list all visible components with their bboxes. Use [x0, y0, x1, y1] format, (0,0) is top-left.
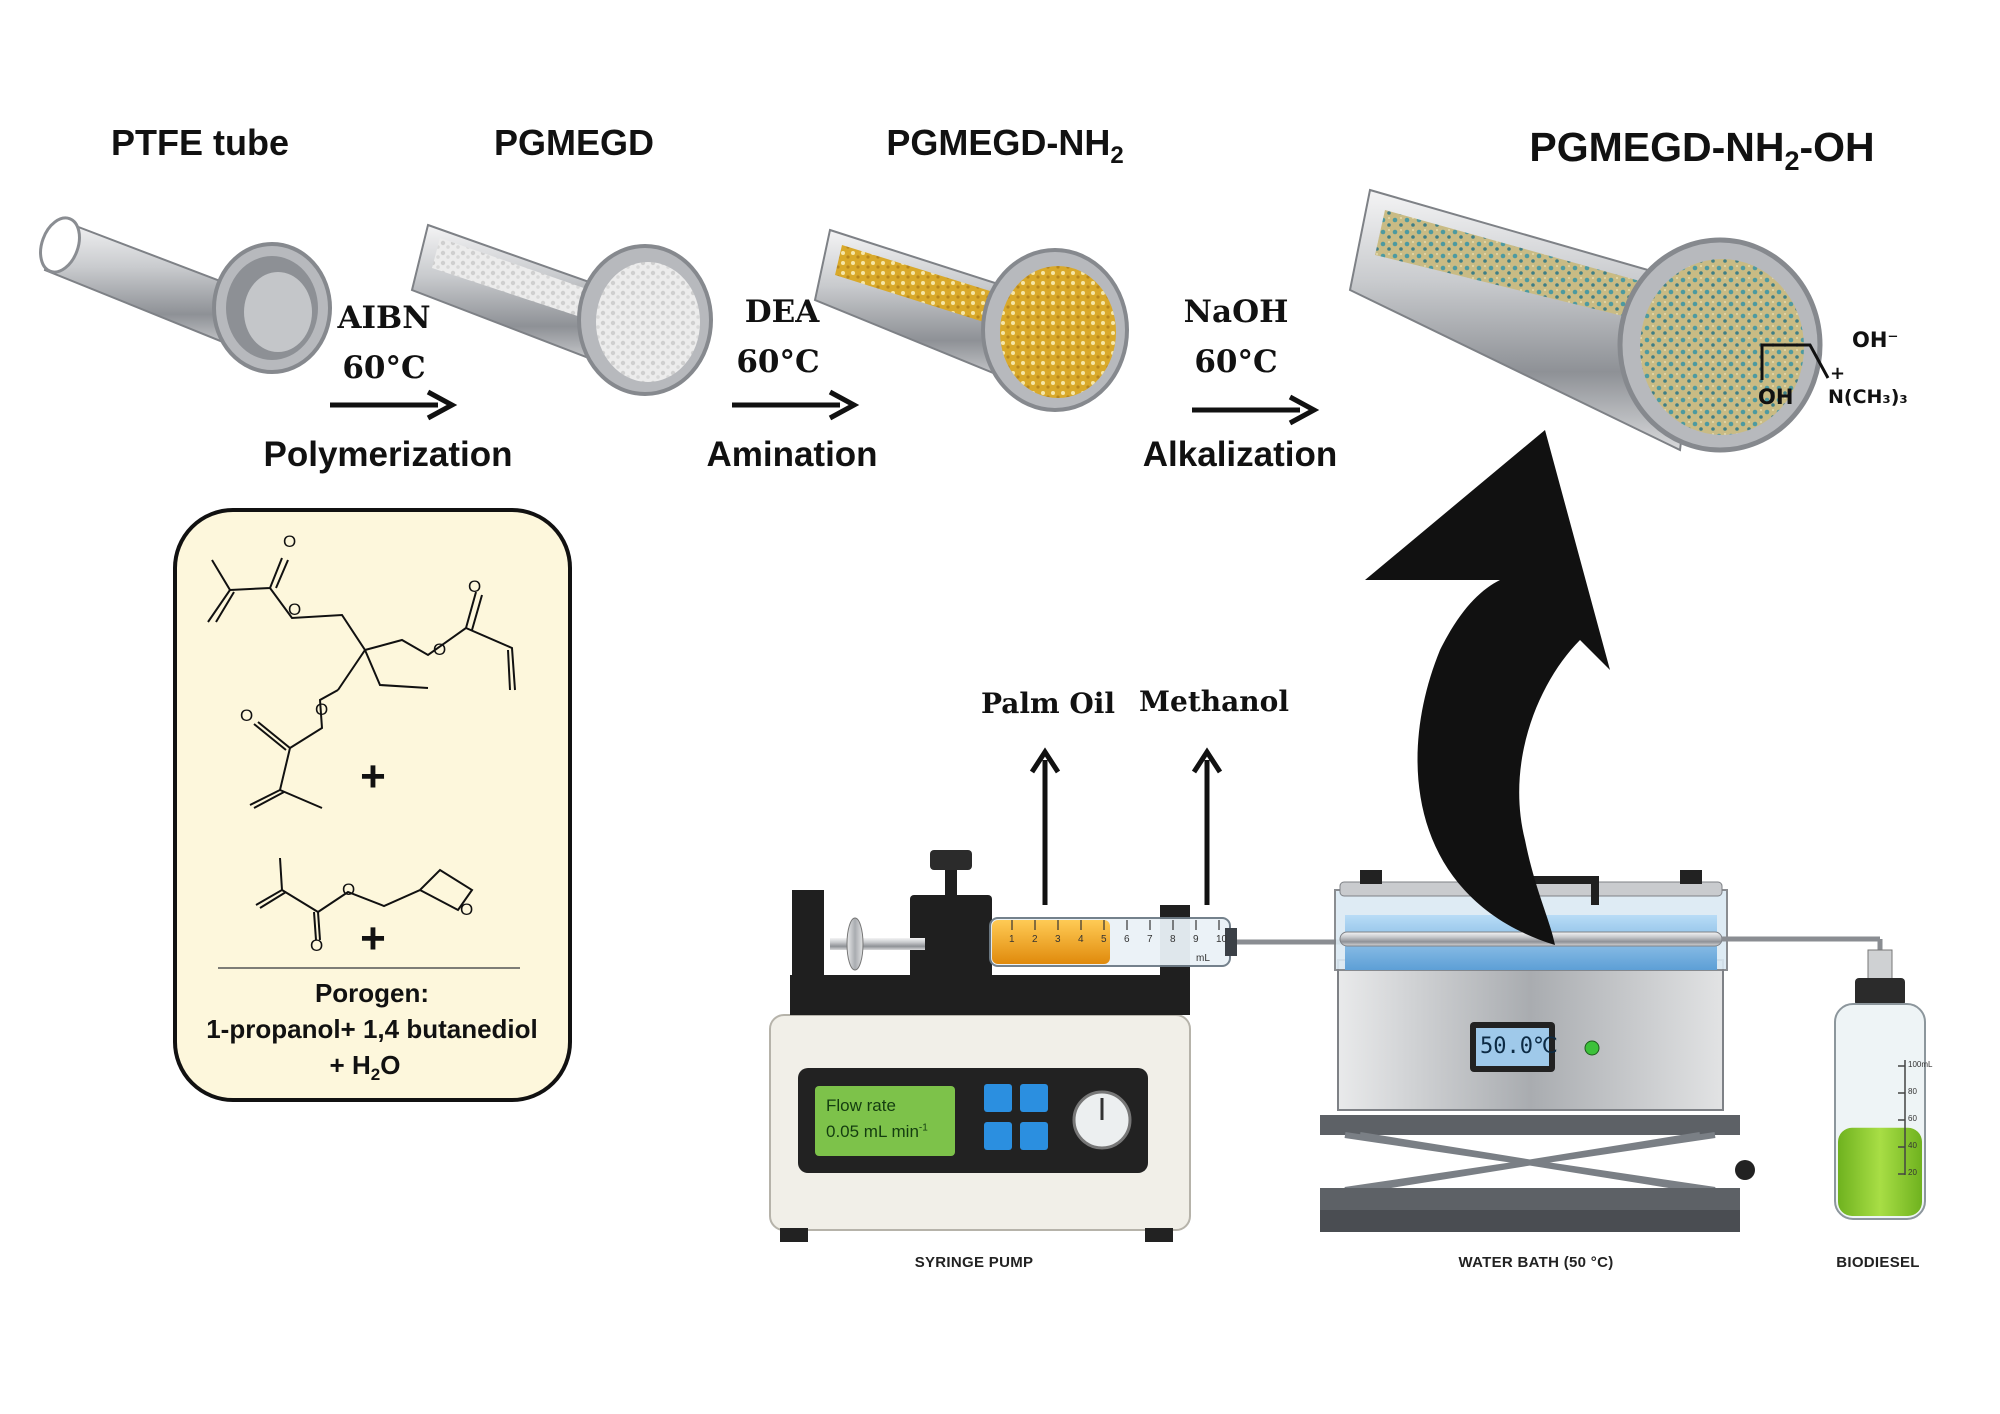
pump-button-3[interactable]: [984, 1122, 1012, 1150]
pgmegd-nh2-tube: [813, 228, 1129, 412]
ammonium-label: N(CH₃)₃: [1828, 386, 1908, 408]
reagent-naoh: NaOH: [1183, 294, 1289, 330]
atom-o-4: O: [468, 577, 482, 596]
porogen-line-2-suffix: O: [380, 1050, 401, 1080]
syringe-scale-label: 8: [1170, 934, 1176, 945]
atom-o-5: O: [315, 700, 329, 719]
pump-display-exponent: -1: [918, 1122, 928, 1134]
atom-o-9: O: [460, 900, 474, 919]
porogen-line-2: + H2O: [330, 1047, 401, 1093]
bottle-scale-label: 100mL: [1908, 1060, 1933, 1069]
ptfe-tube: [39, 216, 332, 374]
pump-button-1[interactable]: [984, 1084, 1012, 1112]
pump-display-line-1: Flow rate: [826, 1096, 896, 1115]
bottle-scale-label: 40: [1908, 1141, 1917, 1150]
big-curved-arrow: [1365, 430, 1610, 945]
plus-sign-1: +: [360, 752, 386, 801]
reaction-arrow-3: [1192, 394, 1320, 426]
pump-button-4[interactable]: [1020, 1122, 1048, 1150]
water-bath: [1320, 870, 1880, 1232]
porogen-title: Porogen:: [314, 978, 430, 1008]
pump-button-2[interactable]: [1020, 1084, 1048, 1112]
syringe-pump: [769, 850, 1345, 1242]
temperature-1: 60°C: [342, 350, 426, 386]
biodiesel-bottle: [1834, 939, 1926, 1220]
temperature-3: 60°C: [1194, 344, 1278, 380]
hydroxyl-label: OH: [1758, 385, 1794, 409]
monomer-box: [173, 508, 572, 1102]
hydroxide-label: OH⁻: [1852, 328, 1899, 352]
step-polymerization: Polymerization: [263, 435, 513, 474]
syringe-scale-label: 9: [1193, 934, 1199, 945]
porogen-line-1: 1-propanol+ 1,4 butanediol: [206, 1014, 538, 1044]
syringe-unit: mL: [1196, 953, 1210, 964]
atom-o-3: O: [433, 640, 447, 659]
temperature-2: 60°C: [736, 344, 820, 380]
porogen-line-2-subscript: 2: [370, 1065, 381, 1085]
pgmegd-label: PGMEGD: [493, 122, 655, 163]
reaction-arrow-1: [330, 389, 458, 421]
pump-display-value-text: 0.05 mL min: [826, 1122, 919, 1141]
glycidyl-methacrylate-structure: [255, 857, 474, 941]
pump-lcd-screen: [815, 1086, 955, 1156]
pgmegd-nh2-oh-label-base: PGMEGD-NH: [1529, 124, 1785, 170]
ammonium-charge-label: +: [1830, 363, 1846, 384]
ptfe-tube-label: PTFE tube: [111, 122, 289, 163]
syringe-scale-label: 6: [1124, 934, 1130, 945]
methanol-label: Methanol: [1139, 685, 1289, 718]
step-alkalization: Alkalization: [1142, 435, 1338, 474]
reaction-arrow-2: [732, 389, 860, 421]
pgmegd-tube: [410, 223, 713, 396]
bottle-scale-label: 60: [1908, 1114, 1917, 1123]
syringe-scale-label: 7: [1147, 934, 1153, 945]
step-amination: Amination: [706, 435, 878, 474]
atom-o-1: O: [283, 532, 297, 551]
syringe-scale-label: 10: [1216, 934, 1228, 945]
atom-o-6: O: [240, 706, 254, 725]
bottle-scale-label: 20: [1908, 1168, 1917, 1177]
syringe-scale-label: 1: [1009, 934, 1015, 945]
reagent-dea: DEA: [744, 294, 820, 330]
pgmegd-nh2-label-subscript: 2: [1110, 142, 1124, 170]
syringe-scale-label: 4: [1078, 934, 1084, 945]
bottle-scale-label: 80: [1908, 1087, 1917, 1096]
pgmegd-nh2-oh-label: PGMEGD-NH2-OH: [1529, 124, 1874, 177]
pgmegd-nh2-oh-label-subscript: 2: [1784, 146, 1800, 177]
biodiesel-caption: BIODIESEL: [1836, 1254, 1920, 1271]
atom-o-2: O: [288, 600, 302, 619]
porogen-line-2-prefix: + H: [329, 1050, 371, 1080]
trimethylolpropane-trimethacrylate-structure: [207, 557, 516, 809]
pgmegd-nh2-label-base: PGMEGD-NH: [886, 122, 1111, 163]
methanol-feed-arrow: [1191, 747, 1223, 905]
bath-indicator-led: [1584, 1040, 1600, 1056]
atom-o-7: O: [342, 880, 356, 899]
bath-display-screen: [1476, 1028, 1549, 1066]
pgmegd-nh2-label: PGMEGD-NH2: [886, 122, 1123, 170]
syringe-scale-label: 5: [1101, 934, 1107, 945]
plus-sign-2: +: [360, 914, 386, 963]
pgmegd-nh2-oh-label-tail: -OH: [1799, 124, 1875, 170]
reagent-aibn: AIBN: [337, 300, 431, 336]
bath-display-text: 50.0℃: [1480, 1034, 1558, 1059]
atom-o-8: O: [310, 936, 324, 955]
water-bath-caption: WATER BATH (50 °C): [1458, 1254, 1614, 1271]
syringe-pump-caption: SYRINGE PUMP: [914, 1254, 1034, 1271]
pump-display-value: 0.05 mL min-1: [826, 1122, 928, 1142]
pgmegd-nh2-oh-tube: [1348, 188, 1830, 453]
palm-oil-feed-arrow: [1029, 747, 1061, 905]
syringe-scale-label: 2: [1032, 934, 1038, 945]
syringe-scale-label: 3: [1055, 934, 1061, 945]
palm-oil-label: Palm Oil: [980, 687, 1116, 720]
